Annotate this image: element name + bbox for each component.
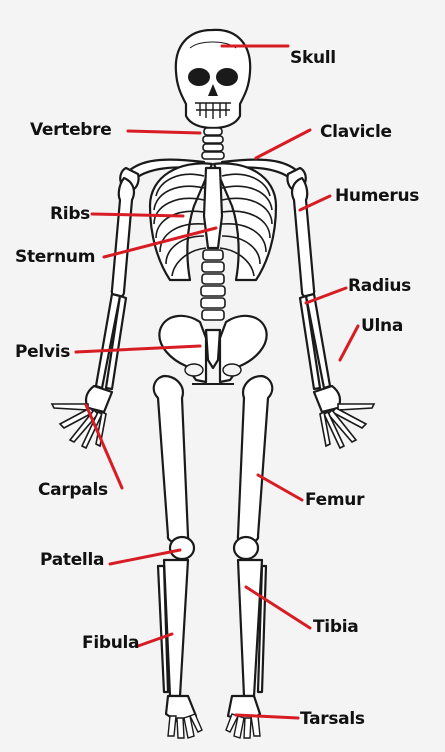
label-tarsals: Tarsals: [300, 709, 365, 729]
pointer-ribs: [90, 212, 185, 218]
pointer-pelvis: [74, 344, 202, 354]
label-pelvis: Pelvis: [15, 342, 71, 362]
lumbar-spine: [200, 249, 226, 321]
pointer-humerus: [298, 194, 332, 212]
left-arm: [50, 176, 135, 450]
label-skull: Skull: [290, 48, 336, 68]
label-humerus: Humerus: [335, 186, 420, 206]
label-ulna: Ulna: [361, 316, 404, 336]
label-sternum: Sternum: [15, 247, 96, 267]
label-femur: Femur: [305, 490, 365, 510]
pointer-fibula: [136, 632, 174, 648]
right-arm: [291, 176, 376, 450]
pointer-tibia: [244, 585, 312, 630]
label-tibia: Tibia: [313, 617, 359, 637]
pointer-femur: [256, 473, 304, 502]
label-carpals: Carpals: [38, 480, 108, 500]
pointer-radius: [304, 286, 348, 305]
pointer-patella: [108, 548, 182, 566]
label-radius: Radius: [348, 276, 411, 296]
cervical-vertebrae: [201, 127, 225, 160]
left-leg: [152, 374, 203, 739]
pelvis: [158, 314, 268, 385]
pointer-carpals: [84, 403, 124, 490]
label-clavicle: Clavicle: [320, 122, 392, 142]
pointer-tarsals: [234, 713, 300, 720]
pointer-ulna: [338, 324, 360, 362]
pointer-clavicle: [254, 128, 312, 160]
pointer-lines: [74, 44, 360, 720]
label-ribs: Ribs: [50, 204, 91, 224]
pointer-sternum: [102, 226, 218, 259]
pointer-vertebre: [126, 129, 202, 135]
label-patella: Patella: [40, 550, 105, 570]
label-fibula: Fibula: [82, 633, 140, 653]
right-leg: [225, 374, 274, 739]
label-vertebre: Vertebre: [30, 120, 112, 140]
